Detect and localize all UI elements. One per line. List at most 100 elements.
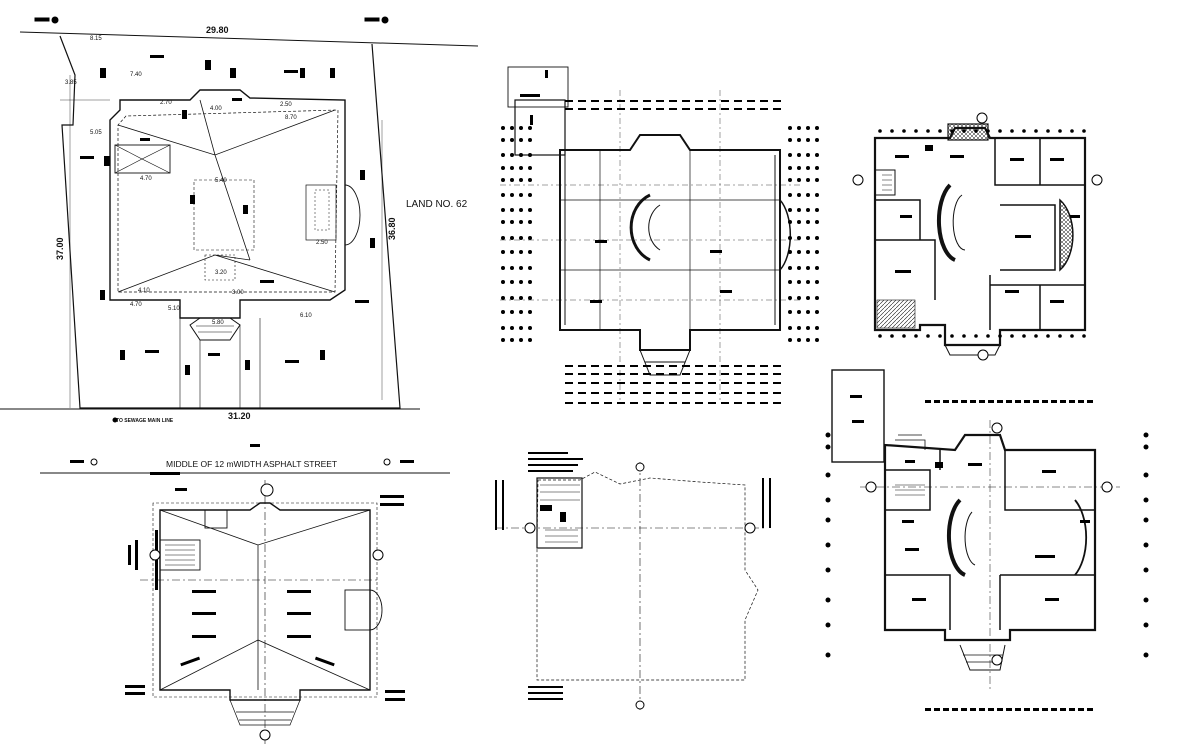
site-top-dimension: 29.80 [206,25,229,35]
grid-bubble [1143,497,1149,503]
grid-bubble [825,597,831,603]
grid-tick [604,373,612,375]
grid-bubble [528,280,532,284]
grid-bubble [815,193,819,197]
dim-label: 3.85 [65,80,77,86]
grid-tick [643,365,651,367]
grid-tick [943,400,949,403]
grid-bubble [815,296,819,300]
grid-tick [747,365,755,367]
grid-tick [578,402,586,404]
grid-tick [682,373,690,375]
grid-tick [708,365,716,367]
grid-tick [695,100,703,102]
grid-bubble [825,432,831,438]
grid-tick [630,402,638,404]
grid-bubble [825,567,831,573]
grid-bubble [926,129,930,133]
grid-tick [760,382,768,384]
grid-bubble [501,338,505,342]
grid-tick [721,365,729,367]
basement-outline-plan [495,462,765,710]
grid-tick [988,400,994,403]
grid-tick [1060,400,1066,403]
grid-tick [643,108,651,110]
ground-floor-structural-plan [500,66,800,400]
grid-bubble [501,266,505,270]
grid-bubble [519,266,523,270]
grid-tick [643,402,651,404]
grid-tick [565,382,573,384]
grid-tick [695,365,703,367]
grid-tick [721,382,729,384]
grid-bubble [1143,472,1149,478]
dim-label: 8.70 [285,115,297,121]
grid-bubble [815,153,819,157]
grid-tick [617,402,625,404]
grid-bubble [806,138,810,142]
grid-tick [630,365,638,367]
roof-markers [90,458,391,741]
grid-tick [1006,400,1012,403]
grid-bubble [1046,129,1050,133]
grid-tick [565,392,573,394]
grid-tick [734,402,742,404]
grid-bubble [501,178,505,182]
grid-bubble [519,208,523,212]
grid-bubble [519,250,523,254]
grid-tick [578,365,586,367]
grid-tick [630,373,638,375]
grid-tick [682,108,690,110]
grid-tick [695,402,703,404]
grid-bubble [797,236,801,240]
grid-bubble [501,296,505,300]
grid-bubble [815,236,819,240]
grid-tick [591,382,599,384]
grid-tick [669,392,677,394]
grid-tick [656,365,664,367]
grid-bubble [510,138,514,142]
grid-bubble [528,296,532,300]
grid-bubble [1082,334,1086,338]
grid-tick [988,708,994,711]
grid-tick [760,392,768,394]
dim-label: 3.00 [232,290,244,296]
grid-bubble [528,266,532,270]
grid-bubble [797,138,801,142]
basement-markers [524,462,756,710]
grid-bubble [806,338,810,342]
grid-bubble [510,266,514,270]
grid-tick [1024,400,1030,403]
grid-tick [747,392,755,394]
dim-label: 4.70 [130,302,142,308]
grid-bubble [519,166,523,170]
grid-bubble [890,334,894,338]
grid-tick [708,392,716,394]
grid-tick [708,402,716,404]
grid-bubble [825,652,831,658]
grid-tick [708,108,716,110]
grid-bubble [914,129,918,133]
grid-tick [669,100,677,102]
grid-tick [656,100,664,102]
grid-tick [1033,400,1039,403]
grid-tick [604,108,612,110]
grid-bubble [519,280,523,284]
grid-bubble [788,138,792,142]
grid-bubble [510,193,514,197]
grid-bubble [788,296,792,300]
grid-bubble [510,126,514,130]
grid-tick [578,392,586,394]
grid-tick [961,400,967,403]
grid-tick [1087,708,1093,711]
grid-tick [1078,708,1084,711]
dim-label: 4.70 [140,176,152,182]
grid-tick [1042,400,1048,403]
grid-bubble [815,310,819,314]
grid-bubble [501,326,505,330]
grid-tick [1069,400,1075,403]
grid-tick [721,402,729,404]
grid-bubble [510,178,514,182]
grid-tick [970,708,976,711]
dim-label: 6.10 [300,313,312,319]
